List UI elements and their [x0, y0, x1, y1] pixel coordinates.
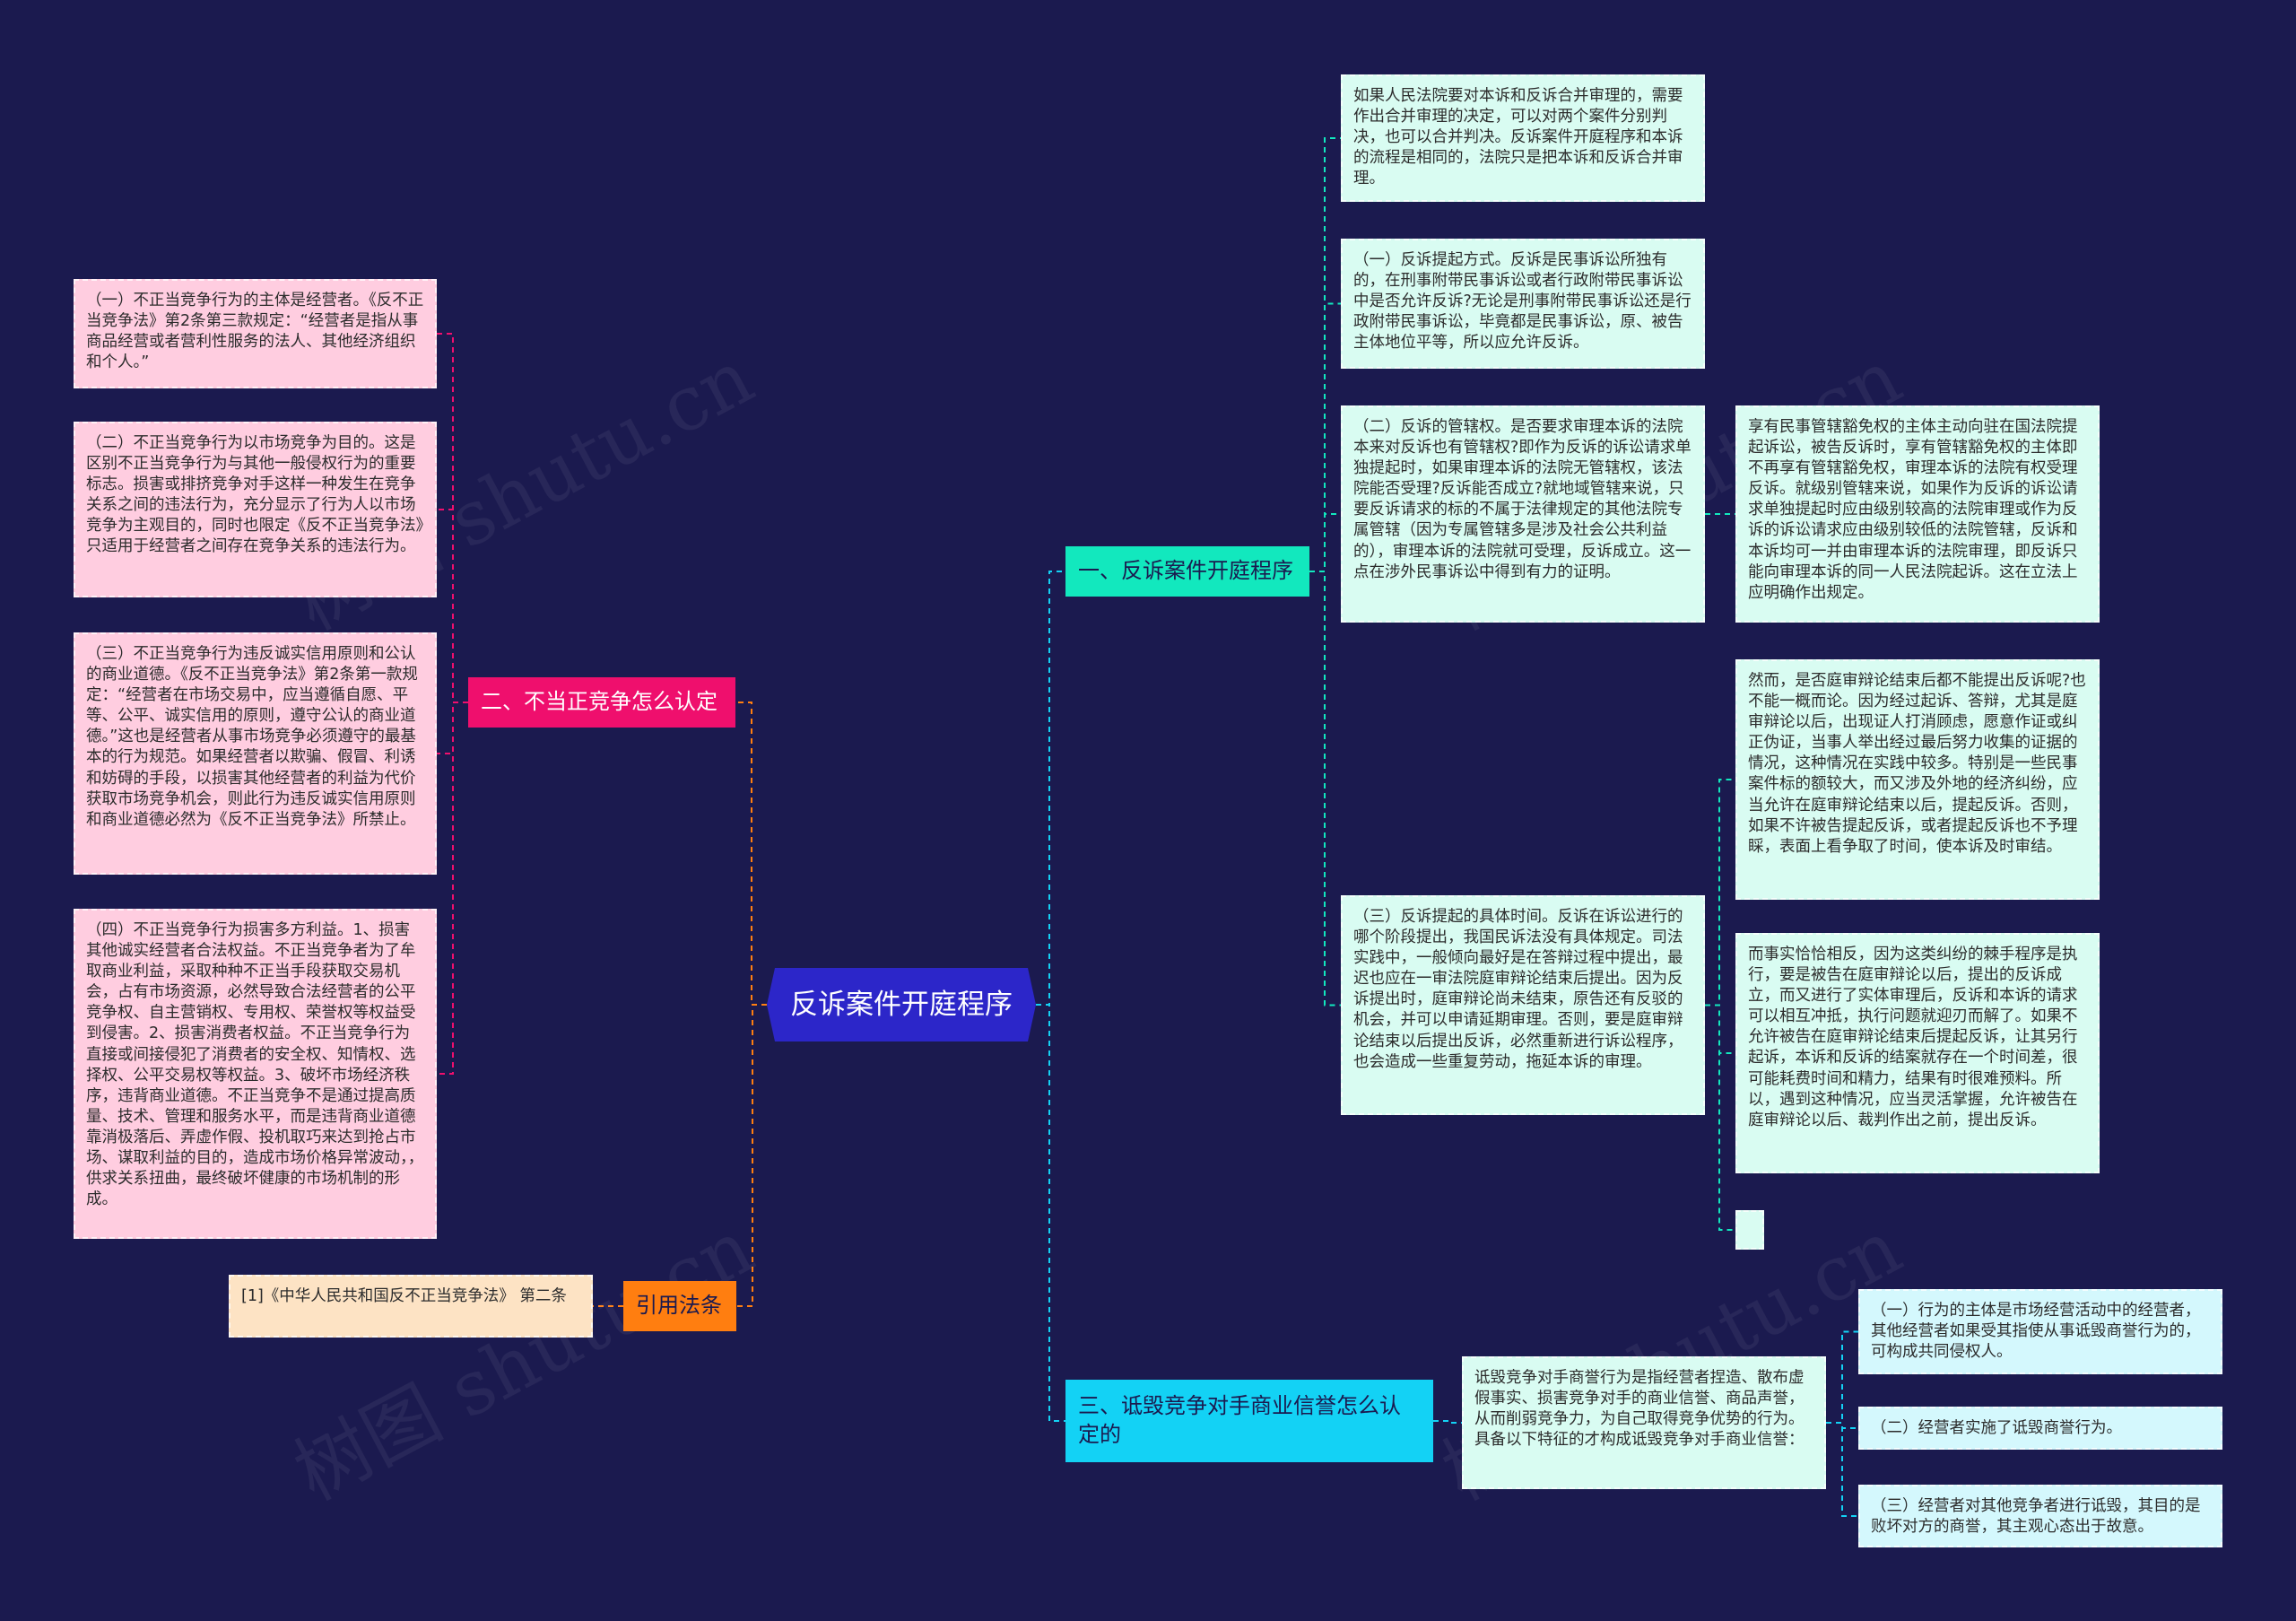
root-to-branch-line	[1036, 1004, 1065, 1422]
root-topic[interactable]: 反诉案件开庭程序	[767, 968, 1036, 1041]
branch-to-leaf-line	[437, 333, 468, 703]
leaf-b3-definition[interactable]: 诋毁竞争对手商誉行为是指经营者捏造、散布虚假事实、损害竞争对手的商业信誉、商品声…	[1462, 1356, 1826, 1489]
branch-counterclaim-procedure[interactable]: 一、反诉案件开庭程序	[1065, 546, 1309, 597]
branch-to-leaf-line	[1309, 571, 1341, 1007]
leaf-to-leaf-line	[1705, 1004, 1735, 1054]
leaf-b1-filing-time[interactable]: （三）反诉提起的具体时间。反诉在诉讼进行的哪个阶段提出，我国民诉法没有具体规定。…	[1341, 895, 1705, 1115]
leaf-b2-subject[interactable]: （一）不正当竞争行为的主体是经营者。《反不正当竞争法》第2条第三款规定：“经营者…	[74, 279, 437, 388]
branch-to-leaf-line	[1309, 513, 1341, 572]
branch-unfair-competition[interactable]: 二、不当正竞争怎么认定	[468, 677, 735, 728]
leaf-b1-intro[interactable]: 如果人民法院要对本诉和反诉合并审理的，需要作出合并审理的决定，可以对两个案件分别…	[1341, 74, 1705, 202]
branch-to-leaf-line	[437, 509, 468, 703]
leaf-b1-filing-time-detail-1[interactable]: 然而，是否庭审辩论结束后都不能提出反诉呢?也不能一概而论。因为经过起诉、答辩，尤…	[1735, 659, 2100, 900]
branch-to-leaf-line	[437, 702, 468, 754]
leaf-b2-good-faith[interactable]: （三）不正当竞争行为违反诚实信用原则和公认的商业道德。《反不正当竞争法》第2条第…	[74, 632, 437, 875]
leaf-b3-feature-1[interactable]: （一）行为的主体是市场经营活动中的经营者，其他经营者如果受其指使从事诋毁商誉行为…	[1858, 1289, 2222, 1374]
leaf-to-leaf-line	[1705, 779, 1735, 1007]
branch-to-leaf-line	[1309, 302, 1341, 572]
leaf-b1-jurisdiction-detail[interactable]: 享有民事管辖豁免权的主体主动向驻在国法院提起诉讼，被告反诉时，享有管辖豁免权的主…	[1735, 405, 2100, 623]
root-to-branch-line	[735, 702, 767, 1006]
leaf-b2-purpose[interactable]: （二）不正当竞争行为以市场竞争为目的。这是区别不正当竞争行为与其他一般侵权行为的…	[74, 422, 437, 597]
leaf-b1-jurisdiction[interactable]: （二）反诉的管辖权。是否要求审理本诉的法院本来对反诉也有管辖权?即作为反诉的诉讼…	[1341, 405, 1705, 623]
leaf-to-leaf-line	[1826, 1422, 1858, 1429]
leaf-b4-law-citation[interactable]: [1]《中华人民共和国反不正当竞争法》 第二条	[229, 1275, 593, 1338]
branch-defamation[interactable]: 三、诋毁竞争对手商业信誉怎么认定的	[1065, 1380, 1433, 1462]
leaf-b3-feature-2[interactable]: （二）经营者实施了诋毁商誉行为。	[1858, 1407, 2222, 1450]
branch-label: 二、不当正竞争怎么认定	[481, 689, 718, 715]
leaf-to-leaf-line	[1826, 1330, 1858, 1424]
branch-to-leaf-line	[1433, 1420, 1462, 1424]
branch-to-leaf-line	[437, 702, 468, 1075]
leaf-b2-harm[interactable]: （四）不正当竞争行为损害多方利益。1、损害其他诚实经营者合法权益。不正当竞争者为…	[74, 909, 437, 1239]
branch-label: 一、反诉案件开庭程序	[1078, 558, 1293, 584]
leaf-to-leaf-line	[1705, 1004, 1735, 1231]
leaf-b1-filing-time-detail-2[interactable]: 而事实恰恰相反，因为这类纠纷的棘手程序是执行，要是被告在庭审辩论以后，提出的反诉…	[1735, 933, 2100, 1173]
branch-label: 三、诋毁竞争对手商业信誉怎么认定的	[1078, 1393, 1401, 1447]
leaf-to-leaf-line	[1826, 1422, 1858, 1517]
leaf-b3-feature-3[interactable]: （三）经营者对其他竞争者进行诋毁，其目的是败坏对方的商誉，其主观心态出于故意。	[1858, 1485, 2222, 1547]
branch-to-leaf-line	[1309, 137, 1341, 572]
branch-cited-law[interactable]: 引用法条	[623, 1281, 736, 1331]
root-to-branch-line	[736, 1004, 767, 1307]
root-topic-label: 反诉案件开庭程序	[790, 988, 1013, 1021]
branch-label: 引用法条	[636, 1293, 722, 1319]
leaf-b1-filing-method[interactable]: （一）反诉提起方式。反诉是民事诉讼所独有的，在刑事附带民事诉讼或者行政附带民事诉…	[1341, 239, 1705, 369]
root-to-branch-line	[1036, 571, 1065, 1006]
leaf-b1-empty[interactable]	[1735, 1210, 1764, 1250]
